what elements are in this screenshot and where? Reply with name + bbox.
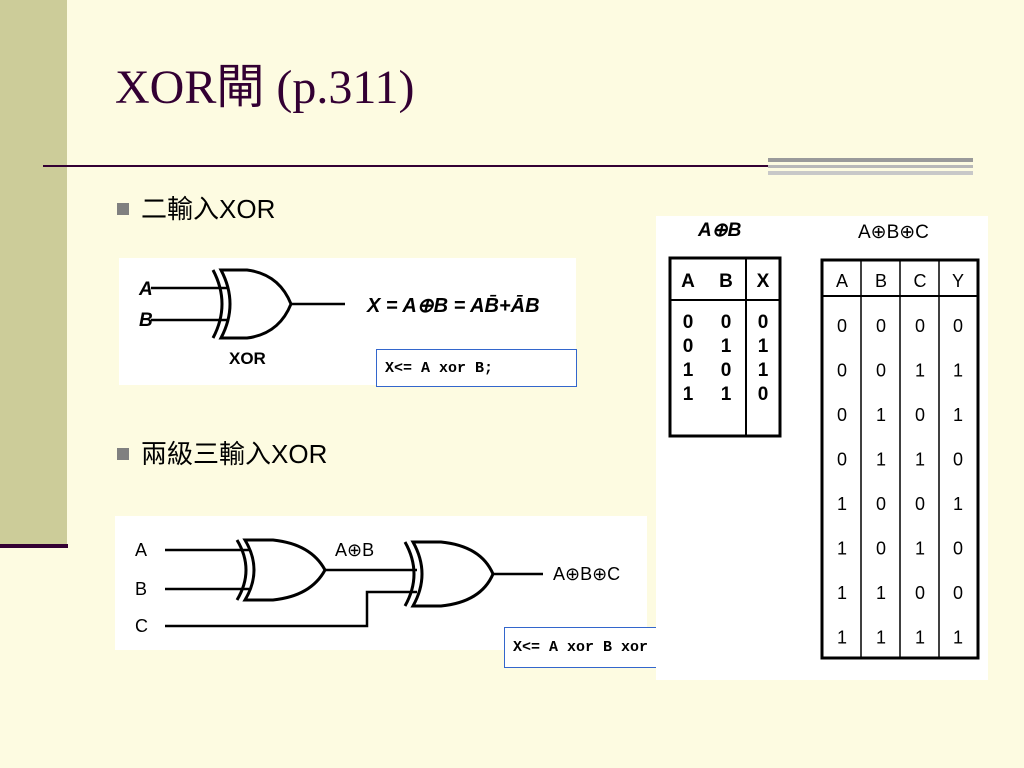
- truth-tables-svg: A⊕B A B X 0 0 0 0 1 1 1 0 1 1 1 0 A⊕B⊕C A B C Y 0 0 0 0 0 0 1 1 0 1…: [668, 220, 980, 660]
- truth-table-3-cell: 1: [876, 583, 886, 603]
- xor2-equation: X = A⊕B = AB̄+ĀB: [366, 295, 540, 317]
- xor2-gate-body: [218, 268, 293, 340]
- truth-table-3-cell: 1: [876, 628, 886, 648]
- truth-table-3-header: B: [875, 271, 887, 291]
- bullet-square-icon: [117, 203, 129, 215]
- bullet-three-input-xor: 兩級三輸入XOR: [117, 441, 327, 467]
- truth-table-2-cell: 0: [683, 312, 694, 333]
- truth-table-2-cell: 1: [683, 360, 694, 381]
- xor3-gate2-input-curve: [403, 541, 416, 607]
- bullet-text: 二輸入XOR: [141, 194, 276, 224]
- truth-table-3-cell: 0: [837, 361, 847, 381]
- truth-table-3-cell: 1: [915, 539, 925, 559]
- truth-table-3-cell: 0: [915, 583, 925, 603]
- truth-table-2-header: X: [757, 271, 770, 292]
- truth-table-3-cell: 1: [837, 583, 847, 603]
- xor3-input-a-label: A: [135, 540, 147, 560]
- truth-table-3-cell: 1: [876, 450, 886, 470]
- xor3-gate1-body: [242, 538, 327, 602]
- truth-table-3-cell: 1: [953, 628, 963, 648]
- truth-table-2-cell: 0: [683, 336, 694, 357]
- truth-table-3-cell: 0: [837, 316, 847, 336]
- truth-table-2-cell: 1: [721, 384, 732, 405]
- truth-table-2-title: A⊕B: [697, 220, 742, 241]
- truth-table-3-cell: 0: [953, 583, 963, 603]
- xor2-input-a-label: A: [138, 279, 153, 300]
- truth-table-2-cell: 1: [683, 384, 694, 405]
- xor3-mid-label: A⊕B: [335, 540, 374, 560]
- truth-table-2-cell: 1: [758, 336, 769, 357]
- slide-title: XOR閘 (p.311): [115, 61, 415, 114]
- truth-table-3-cell: 0: [876, 494, 886, 514]
- truth-table-3-header: C: [914, 271, 927, 291]
- truth-table-3-header: A: [836, 271, 848, 291]
- truth-table-3-cell: 0: [915, 405, 925, 425]
- xor3-input-c-label: C: [135, 616, 148, 636]
- xor3-input-b-label: B: [135, 579, 147, 599]
- truth-table-2-frame: [668, 256, 782, 438]
- side-decoration-line: [0, 544, 68, 548]
- xor2-gate-label: XOR: [229, 349, 266, 368]
- truth-table-3-cell: 1: [915, 628, 925, 648]
- truth-table-3-cell: 0: [915, 494, 925, 514]
- xor3-gate1-input-curve: [235, 539, 248, 601]
- truth-table-3-cell: 0: [876, 316, 886, 336]
- xor2-vhdl-code: X<= A xor B;: [376, 349, 577, 387]
- xor2-gate-input-curve: [211, 269, 224, 339]
- truth-table-2-cell: 0: [721, 312, 732, 333]
- truth-table-3-cell: 0: [953, 316, 963, 336]
- truth-table-3-cell: 0: [915, 316, 925, 336]
- bullet-square-icon: [117, 448, 129, 460]
- truth-table-2-cell: 0: [758, 312, 769, 333]
- truth-table-3-cell: 1: [837, 494, 847, 514]
- xor3-wire-c: [165, 590, 417, 628]
- truth-table-3-cell: 0: [876, 361, 886, 381]
- truth-table-3-cell: 1: [915, 361, 925, 381]
- truth-table-2-header: A: [681, 271, 695, 292]
- truth-tables-figure: A⊕B A B X 0 0 0 0 1 1 1 0 1 1 1 0 A⊕B⊕C A B C Y 0 0 0 0 0 0 1 1 0 1…: [656, 216, 988, 680]
- truth-table-3-cell: 1: [837, 628, 847, 648]
- truth-table-2-cell: 0: [721, 360, 732, 381]
- truth-table-3-title: A⊕B⊕C: [858, 222, 929, 243]
- truth-table-3-cell: 1: [953, 361, 963, 381]
- truth-table-2-cell: 1: [721, 336, 732, 357]
- xor3-gate-figure: A B C A⊕B A⊕B⊕C: [135, 538, 620, 636]
- title-divider-accent: [768, 158, 973, 178]
- truth-table-3-cell: 1: [876, 405, 886, 425]
- truth-table-3-cell: 0: [953, 450, 963, 470]
- truth-table-3-cell: 1: [953, 494, 963, 514]
- bullet-two-input-xor: 二輸入XOR: [117, 196, 275, 222]
- truth-table-3-cell: 0: [837, 405, 847, 425]
- truth-table-3-cell: 1: [915, 450, 925, 470]
- truth-table-3-cell: 1: [953, 405, 963, 425]
- xor3-out-label: A⊕B⊕C: [553, 564, 620, 584]
- truth-table-3-header: Y: [952, 271, 964, 291]
- truth-table-2-cell: 0: [758, 384, 769, 405]
- xor3-gate2-body: [410, 540, 495, 608]
- title-divider: [43, 165, 973, 167]
- truth-table-2-header: B: [719, 271, 733, 292]
- truth-table-3-cell: 0: [876, 539, 886, 559]
- side-decoration-bar: [0, 0, 67, 544]
- truth-table-2-cell: 1: [758, 360, 769, 381]
- truth-table-3-cell: 0: [953, 539, 963, 559]
- bullet-text: 兩級三輸入XOR: [141, 439, 328, 469]
- truth-table-3-cell: 1: [837, 539, 847, 559]
- xor2-input-b-label: B: [139, 310, 153, 331]
- truth-table-3-cell: 0: [837, 450, 847, 470]
- xor2-gate-figure: A B XOR X = A⊕B = AB̄+ĀB: [138, 268, 540, 368]
